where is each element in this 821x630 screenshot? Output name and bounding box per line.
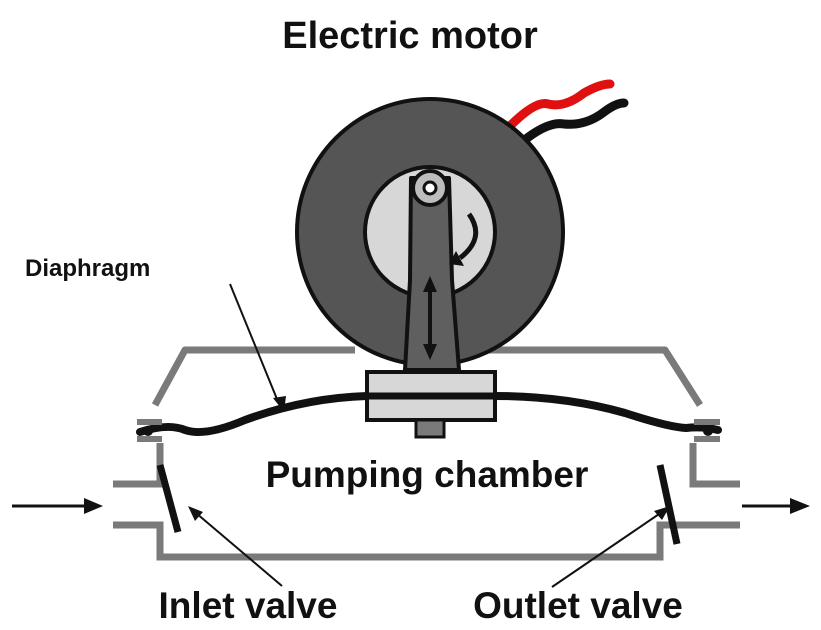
diaphragm-leader-line: [229, 283, 280, 405]
label-inlet-valve: Inlet valve: [159, 585, 338, 626]
red-wire: [505, 79, 615, 131]
outlet-valve-flap: [656, 464, 681, 545]
electric-motor: [295, 97, 565, 372]
inlet-valve-flap: [156, 464, 182, 533]
right-flange: [694, 419, 720, 442]
rotation-arrow-icon: [458, 212, 479, 260]
left-flange: [137, 419, 162, 442]
upper-housing: [151, 346, 703, 407]
label-pumping-chamber: Pumping chamber: [266, 454, 589, 495]
title-electric-motor: Electric motor: [282, 15, 538, 57]
diaphragm-clamp: [365, 370, 497, 439]
black-wire: [517, 98, 629, 147]
label-outlet-valve: Outlet valve: [473, 585, 683, 626]
label-diaphragm: Diaphragm: [25, 255, 150, 282]
outlet-valve-leader-line: [551, 511, 663, 588]
inlet-valve-leader-line: [195, 512, 283, 587]
diaphragm: [136, 392, 722, 436]
